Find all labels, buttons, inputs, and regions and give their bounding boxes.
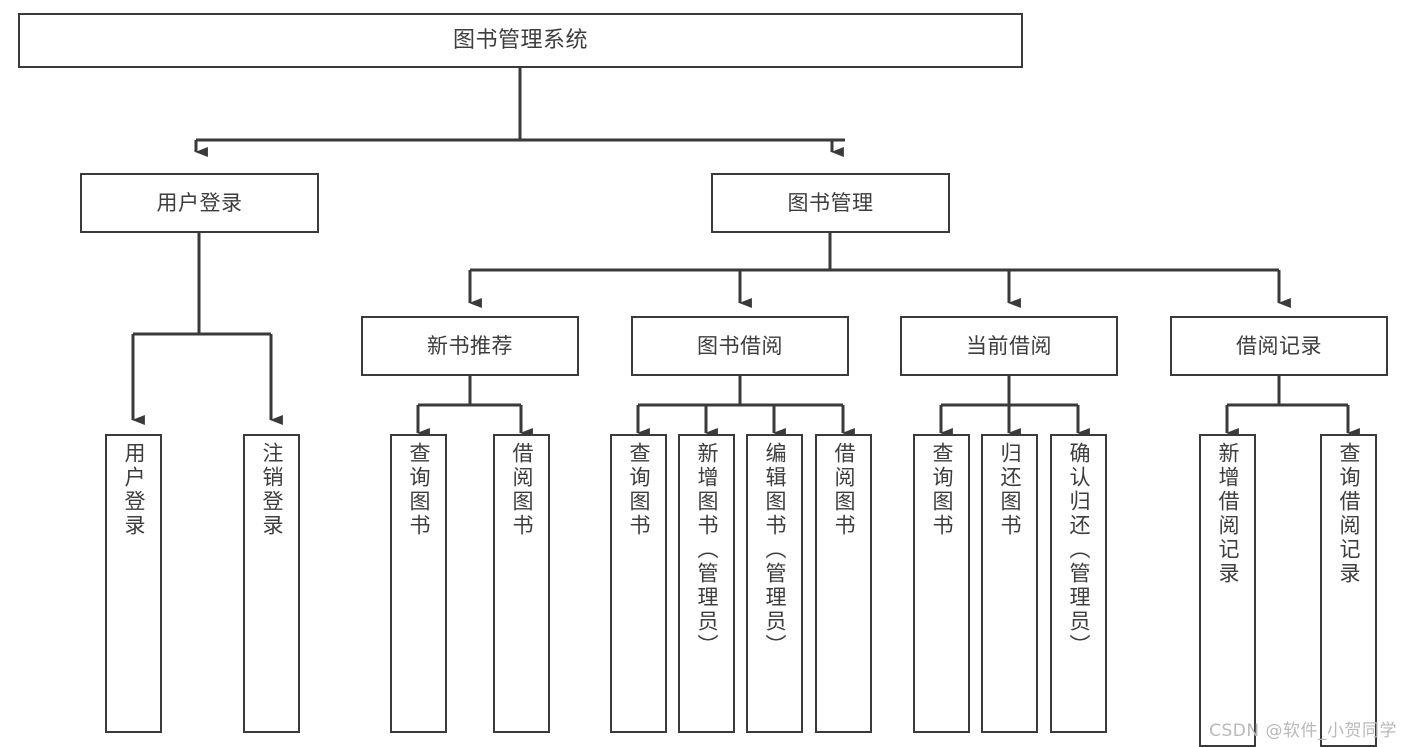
leaf-add-book-label: 新增图书（管理员）: [695, 442, 719, 658]
node-root-label: 图书管理系统: [452, 27, 588, 53]
leaf-query-book-1[interactable]: 查询图书: [390, 434, 447, 733]
leaf-logout-login-label: 注销登录: [260, 442, 284, 538]
node-new-book-recommend[interactable]: 新书推荐: [361, 316, 579, 376]
leaf-query-book-1-label: 查询图书: [407, 442, 431, 538]
node-user-login-label: 用户登录: [156, 190, 243, 215]
leaf-query-book-3-label: 查询图书: [930, 442, 954, 538]
leaf-logout-login[interactable]: 注销登录: [243, 434, 300, 733]
leaf-confirm-return[interactable]: 确认归还（管理员）: [1050, 434, 1107, 733]
leaf-return-book[interactable]: 归还图书: [981, 434, 1038, 733]
leaf-add-record-label: 新增借阅记录: [1216, 442, 1240, 586]
node-current-borrow-label: 当前借阅: [966, 333, 1052, 358]
leaf-borrow-book-2-label: 借阅图书: [832, 442, 856, 538]
node-book-borrow[interactable]: 图书借阅: [631, 316, 849, 376]
leaf-query-record[interactable]: 查询借阅记录: [1320, 434, 1377, 747]
node-book-manage[interactable]: 图书管理: [711, 173, 950, 233]
leaf-return-book-label: 归还图书: [998, 442, 1022, 538]
node-borrow-record-label: 借阅记录: [1236, 333, 1322, 358]
leaf-query-book-2-label: 查询图书: [627, 442, 651, 538]
leaf-borrow-book-1[interactable]: 借阅图书: [493, 434, 550, 733]
leaf-user-login[interactable]: 用户登录: [105, 434, 162, 733]
node-user-login[interactable]: 用户登录: [80, 173, 319, 233]
node-current-borrow[interactable]: 当前借阅: [900, 316, 1118, 376]
node-borrow-record[interactable]: 借阅记录: [1170, 316, 1388, 376]
leaf-add-record[interactable]: 新增借阅记录: [1199, 434, 1256, 747]
leaf-edit-book[interactable]: 编辑图书（管理员）: [746, 434, 803, 733]
node-new-book-recommend-label: 新书推荐: [427, 333, 513, 358]
leaf-query-book-2[interactable]: 查询图书: [610, 434, 667, 733]
node-book-borrow-label: 图书借阅: [697, 333, 783, 358]
leaf-query-book-3[interactable]: 查询图书: [913, 434, 970, 733]
node-root[interactable]: 图书管理系统: [18, 13, 1023, 68]
leaf-query-record-label: 查询借阅记录: [1337, 442, 1361, 586]
leaf-borrow-book-1-label: 借阅图书: [510, 442, 534, 538]
leaf-borrow-book-2[interactable]: 借阅图书: [815, 434, 872, 733]
leaf-add-book[interactable]: 新增图书（管理员）: [678, 434, 735, 733]
leaf-user-login-label: 用户登录: [122, 442, 146, 538]
node-book-manage-label: 图书管理: [787, 190, 874, 215]
csdn-watermark: CSDN @软件_小贺同学: [1209, 721, 1397, 741]
leaf-confirm-return-label: 确认归还（管理员）: [1067, 442, 1091, 658]
leaf-edit-book-label: 编辑图书（管理员）: [763, 442, 787, 658]
